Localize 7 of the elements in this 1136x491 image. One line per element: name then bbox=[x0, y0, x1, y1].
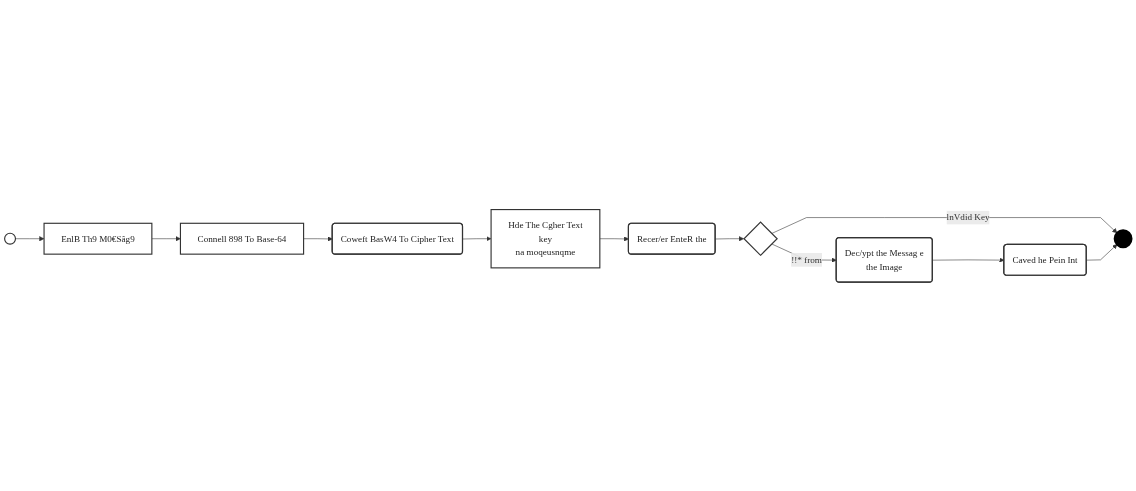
node-box: Connell 898 To Base-64 bbox=[179, 222, 305, 255]
node-diamond bbox=[743, 220, 778, 256]
edge-label: !!* from bbox=[791, 254, 822, 265]
edge-label: lnVdid Key bbox=[946, 212, 990, 222]
node-circle bbox=[4, 232, 17, 245]
node-box: Hde The Cgher Text key na moqeusnqme bbox=[490, 208, 601, 269]
node-box: EnlB Th9 M0€Sâg9 bbox=[43, 222, 153, 255]
